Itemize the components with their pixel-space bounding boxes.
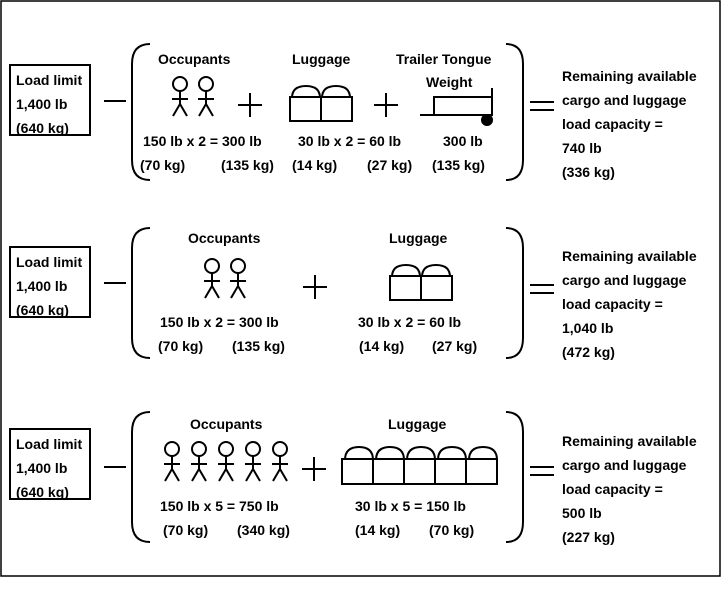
right-paren bbox=[505, 43, 524, 181]
occupants-calc: 150 lb x 2 = 300 lb bbox=[160, 314, 279, 330]
result-line-2: cargo and luggage bbox=[562, 457, 687, 473]
luggage-kg-total: (27 kg) bbox=[432, 338, 478, 354]
stick-figure-icon bbox=[245, 441, 261, 482]
occupants-kg-total: (135 kg) bbox=[232, 338, 285, 354]
occupants-calc: 150 lb x 2 = 300 lb bbox=[143, 133, 262, 149]
result-line-3: load capacity = bbox=[562, 296, 663, 312]
equals-sign bbox=[530, 284, 554, 294]
luggage-calc: 30 lb x 5 = 150 lb bbox=[355, 498, 466, 514]
load-limit-kg: (640 kg) bbox=[16, 120, 69, 136]
row-1 bbox=[104, 43, 554, 181]
luggage-label: Luggage bbox=[292, 51, 351, 67]
luggage-icon bbox=[389, 263, 453, 301]
trailer-label-weight: Weight bbox=[426, 74, 473, 90]
load-limit-title: Load limit bbox=[16, 436, 83, 452]
result-kg: (227 kg) bbox=[562, 529, 615, 545]
occupants-kg-each: (70 kg) bbox=[158, 338, 204, 354]
load-limit-title: Load limit bbox=[16, 72, 83, 88]
left-paren bbox=[131, 43, 151, 181]
luggage-kg-each: (14 kg) bbox=[355, 522, 401, 538]
load-limit-lb: 1,400 lb bbox=[16, 460, 68, 476]
load-limit-box: Load limit 1,400 lb (640 kg) bbox=[9, 428, 91, 500]
occupants-label: Occupants bbox=[190, 416, 263, 432]
luggage-kg-each: (14 kg) bbox=[359, 338, 405, 354]
left-paren bbox=[131, 227, 151, 359]
result-line-2: cargo and luggage bbox=[562, 92, 687, 108]
row-2 bbox=[104, 227, 554, 359]
occupants-label: Occupants bbox=[188, 230, 261, 246]
luggage-label: Luggage bbox=[388, 416, 447, 432]
luggage-calc: 30 lb x 2 = 60 lb bbox=[358, 314, 462, 330]
load-limit-kg: (640 kg) bbox=[16, 484, 69, 500]
trailer-lb: 300 lb bbox=[443, 133, 483, 149]
result-lb: 1,040 lb bbox=[562, 320, 614, 336]
luggage-icon bbox=[289, 84, 353, 122]
plus-sign bbox=[302, 457, 326, 481]
load-limit-box: Load limit 1,400 lb (640 kg) bbox=[9, 246, 91, 318]
load-limit-kg: (640 kg) bbox=[16, 302, 69, 318]
load-limit-lb: 1,400 lb bbox=[16, 96, 68, 112]
result-line-1: Remaining available bbox=[562, 68, 697, 84]
stick-figure-icon bbox=[230, 258, 246, 299]
occupants-kg-total: (340 kg) bbox=[237, 522, 290, 538]
occupants-kg-total: (135 kg) bbox=[221, 157, 274, 173]
result-lb: 500 lb bbox=[562, 505, 602, 521]
luggage-label: Luggage bbox=[389, 230, 448, 246]
result-line-1: Remaining available bbox=[562, 433, 697, 449]
stick-figure-icon bbox=[172, 76, 188, 117]
stick-figure-icon bbox=[191, 441, 207, 482]
right-paren bbox=[505, 227, 524, 359]
result-line-3: load capacity = bbox=[562, 116, 663, 132]
stick-figure-icon bbox=[218, 441, 234, 482]
stick-figure-icon bbox=[198, 76, 214, 117]
result-line-1: Remaining available bbox=[562, 248, 697, 264]
occupants-kg-each: (70 kg) bbox=[140, 157, 186, 173]
plus-sign bbox=[303, 275, 327, 299]
luggage-calc: 30 lb x 2 = 60 lb bbox=[298, 133, 402, 149]
occupants-kg-each: (70 kg) bbox=[163, 522, 209, 538]
plus-sign bbox=[374, 93, 398, 117]
stick-figure-icon bbox=[204, 258, 220, 299]
occupants-label: Occupants bbox=[158, 51, 231, 67]
result-lb: 740 lb bbox=[562, 140, 602, 156]
result-line-3: load capacity = bbox=[562, 481, 663, 497]
result-line-2: cargo and luggage bbox=[562, 272, 687, 288]
occupants-calc: 150 lb x 5 = 750 lb bbox=[160, 498, 279, 514]
left-paren bbox=[131, 411, 151, 543]
stick-figure-icon bbox=[272, 441, 288, 482]
load-limit-lb: 1,400 lb bbox=[16, 278, 68, 294]
load-limit-box: Load limit 1,400 lb (640 kg) bbox=[9, 64, 91, 136]
luggage-icon bbox=[341, 445, 498, 485]
right-paren bbox=[505, 411, 524, 543]
luggage-kg-total: (27 kg) bbox=[367, 157, 413, 173]
trailer-icon bbox=[420, 88, 493, 126]
plus-sign bbox=[238, 93, 262, 117]
trailer-kg: (135 kg) bbox=[432, 157, 485, 173]
row-3 bbox=[104, 411, 554, 543]
trailer-label: Trailer Tongue bbox=[396, 51, 492, 67]
result-kg: (336 kg) bbox=[562, 164, 615, 180]
equals-sign bbox=[530, 466, 554, 476]
equals-sign bbox=[530, 101, 554, 111]
load-limit-title: Load limit bbox=[16, 254, 83, 270]
result-kg: (472 kg) bbox=[562, 344, 615, 360]
luggage-kg-each: (14 kg) bbox=[292, 157, 338, 173]
luggage-kg-total: (70 kg) bbox=[429, 522, 475, 538]
stick-figure-icon bbox=[164, 441, 180, 482]
